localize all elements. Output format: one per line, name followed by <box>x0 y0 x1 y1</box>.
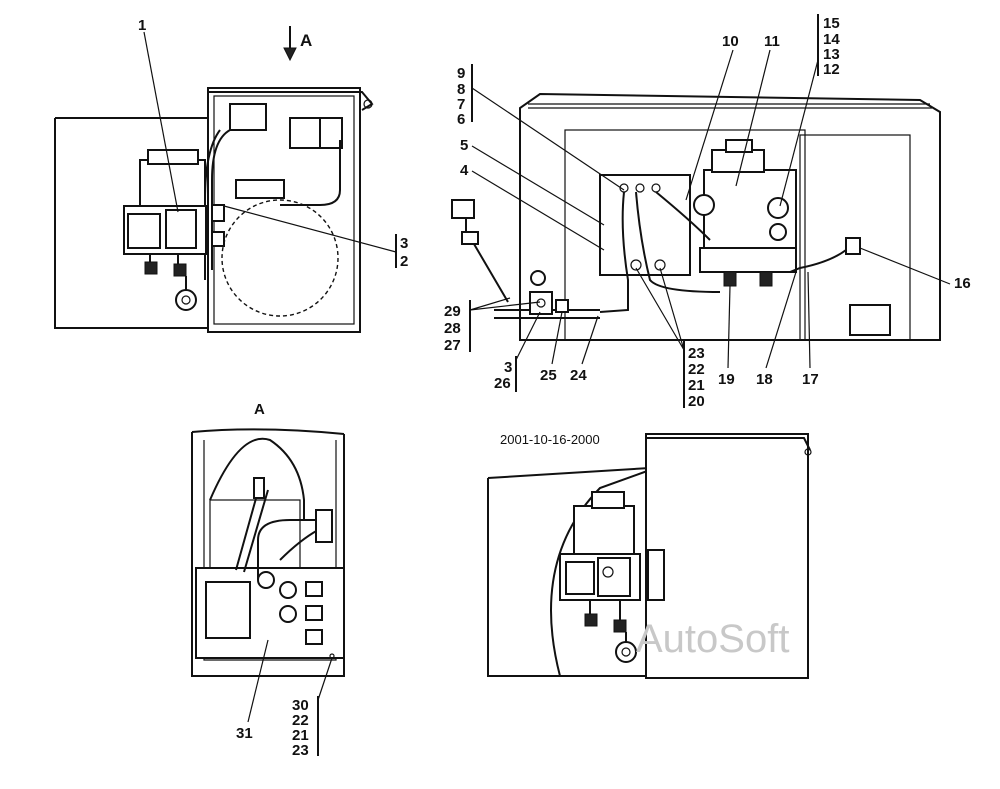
svg-text:3: 3 <box>400 235 408 252</box>
callout-17: 17 <box>802 271 819 388</box>
callout-1: 1 <box>138 17 179 213</box>
svg-text:7: 7 <box>457 96 465 113</box>
watermark: AutoSoft <box>636 617 789 661</box>
view-a-title: A <box>254 401 265 418</box>
svg-text:24: 24 <box>570 367 587 384</box>
svg-text:25: 25 <box>540 367 557 384</box>
view-top-right <box>451 92 941 341</box>
svg-text:1: 1 <box>138 17 146 34</box>
callout-10: 10 <box>685 33 739 201</box>
callout-4: 4 <box>460 162 605 251</box>
svg-text:30: 30 <box>292 697 309 714</box>
svg-text:29: 29 <box>444 303 461 320</box>
svg-text:31: 31 <box>236 725 253 742</box>
callout-23-20: 23 22 21 20 <box>635 267 705 410</box>
view-top-left <box>54 87 374 333</box>
svg-text:21: 21 <box>688 377 705 394</box>
svg-text:4: 4 <box>460 162 469 179</box>
svg-text:21: 21 <box>292 727 309 744</box>
callout-19: 19 <box>718 285 735 388</box>
callout-16: 16 <box>859 247 971 292</box>
view-a-arrow: A <box>283 26 312 62</box>
callout-5: 5 <box>460 137 605 226</box>
view-marker-label: A <box>300 31 312 50</box>
svg-text:26: 26 <box>494 375 511 392</box>
svg-text:20: 20 <box>688 393 705 410</box>
callout-15-12: 15 14 13 12 <box>779 14 840 207</box>
callout-29-27: 29 28 27 <box>444 297 541 354</box>
svg-text:23: 23 <box>292 742 309 759</box>
svg-text:17: 17 <box>802 371 819 388</box>
svg-text:5: 5 <box>460 137 468 154</box>
svg-text:8: 8 <box>457 81 465 98</box>
svg-text:18: 18 <box>756 371 773 388</box>
svg-text:2: 2 <box>400 253 408 270</box>
svg-text:10: 10 <box>722 33 739 50</box>
svg-text:12: 12 <box>823 61 840 78</box>
svg-text:9: 9 <box>457 65 465 82</box>
svg-text:16: 16 <box>954 275 971 292</box>
svg-text:13: 13 <box>823 46 840 63</box>
callout-3-26: 3 26 <box>494 311 541 392</box>
svg-text:27: 27 <box>444 337 461 354</box>
callout-18: 18 <box>756 271 797 388</box>
svg-text:3: 3 <box>504 359 512 376</box>
view-bottom-right: 2001-10-16-2000 AutoSoft <box>487 432 812 679</box>
callout-30-23: 30 22 21 23 <box>292 657 333 759</box>
svg-text:28: 28 <box>444 320 461 337</box>
svg-text:23: 23 <box>688 345 705 362</box>
svg-text:22: 22 <box>292 712 309 729</box>
svg-text:6: 6 <box>457 111 465 128</box>
svg-text:22: 22 <box>688 361 705 378</box>
callout-25: 25 <box>540 311 563 384</box>
svg-text:11: 11 <box>764 33 780 50</box>
svg-text:15: 15 <box>823 15 840 32</box>
callout-24: 24 <box>570 315 599 384</box>
callout-9-6: 9 8 7 6 <box>457 64 625 191</box>
svg-text:14: 14 <box>823 31 840 48</box>
callout-3-2: 3 2 <box>223 205 408 270</box>
view-a: A <box>191 401 345 677</box>
svg-text:19: 19 <box>718 371 735 388</box>
callout-31: 31 <box>236 639 269 742</box>
callout-11: 11 <box>735 33 780 187</box>
drawing-code: 2001-10-16-2000 <box>500 432 600 447</box>
